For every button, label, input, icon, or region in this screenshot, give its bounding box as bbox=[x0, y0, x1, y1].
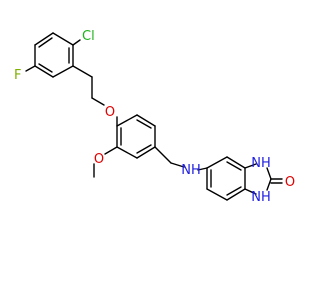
molecule-drawing: Cl F O O NH NH NH O bbox=[14, 29, 295, 205]
imidazole-nh-bottom-label: NH bbox=[251, 190, 271, 205]
bond bbox=[226, 188, 246, 201]
bond bbox=[266, 167, 272, 180]
bond bbox=[34, 65, 54, 78]
bond bbox=[52, 65, 74, 78]
bond bbox=[244, 163, 257, 169]
atom-labels: Cl F O O NH NH NH O bbox=[14, 29, 295, 205]
bond bbox=[197, 167, 208, 171]
bond-double bbox=[226, 186, 242, 196]
bond bbox=[170, 162, 185, 168]
bond bbox=[25, 65, 36, 72]
methoxy-oxygen-label: O bbox=[94, 152, 104, 167]
bond bbox=[91, 97, 105, 106]
bond bbox=[136, 114, 156, 127]
bond bbox=[154, 146, 172, 164]
bond bbox=[206, 188, 228, 201]
bond bbox=[52, 32, 74, 46]
bond-double bbox=[136, 119, 152, 129]
bond bbox=[72, 39, 81, 46]
structure-canvas: Cl F O O NH NH NH O bbox=[14, 29, 296, 205]
fluorine-label: F bbox=[14, 68, 21, 83]
bond-double bbox=[38, 37, 53, 48]
amine-nh-label: NH bbox=[181, 163, 201, 178]
bond bbox=[136, 146, 156, 159]
bond bbox=[206, 156, 228, 169]
bond bbox=[72, 65, 93, 78]
bond bbox=[116, 114, 138, 127]
bond bbox=[104, 146, 118, 155]
bond bbox=[116, 146, 138, 159]
bond-double bbox=[136, 144, 152, 154]
ether-oxygen-label: O bbox=[105, 105, 115, 120]
imidazole-nh-top-label: NH bbox=[251, 156, 271, 171]
bond-double bbox=[38, 63, 53, 73]
bond bbox=[266, 178, 272, 191]
bond bbox=[226, 156, 246, 169]
carbonyl-oxygen-label: O bbox=[285, 175, 295, 190]
bonds bbox=[25, 32, 283, 201]
bond-double bbox=[226, 161, 242, 171]
chlorine-label: Cl bbox=[82, 29, 95, 44]
bond bbox=[244, 188, 257, 195]
bond bbox=[34, 32, 54, 46]
